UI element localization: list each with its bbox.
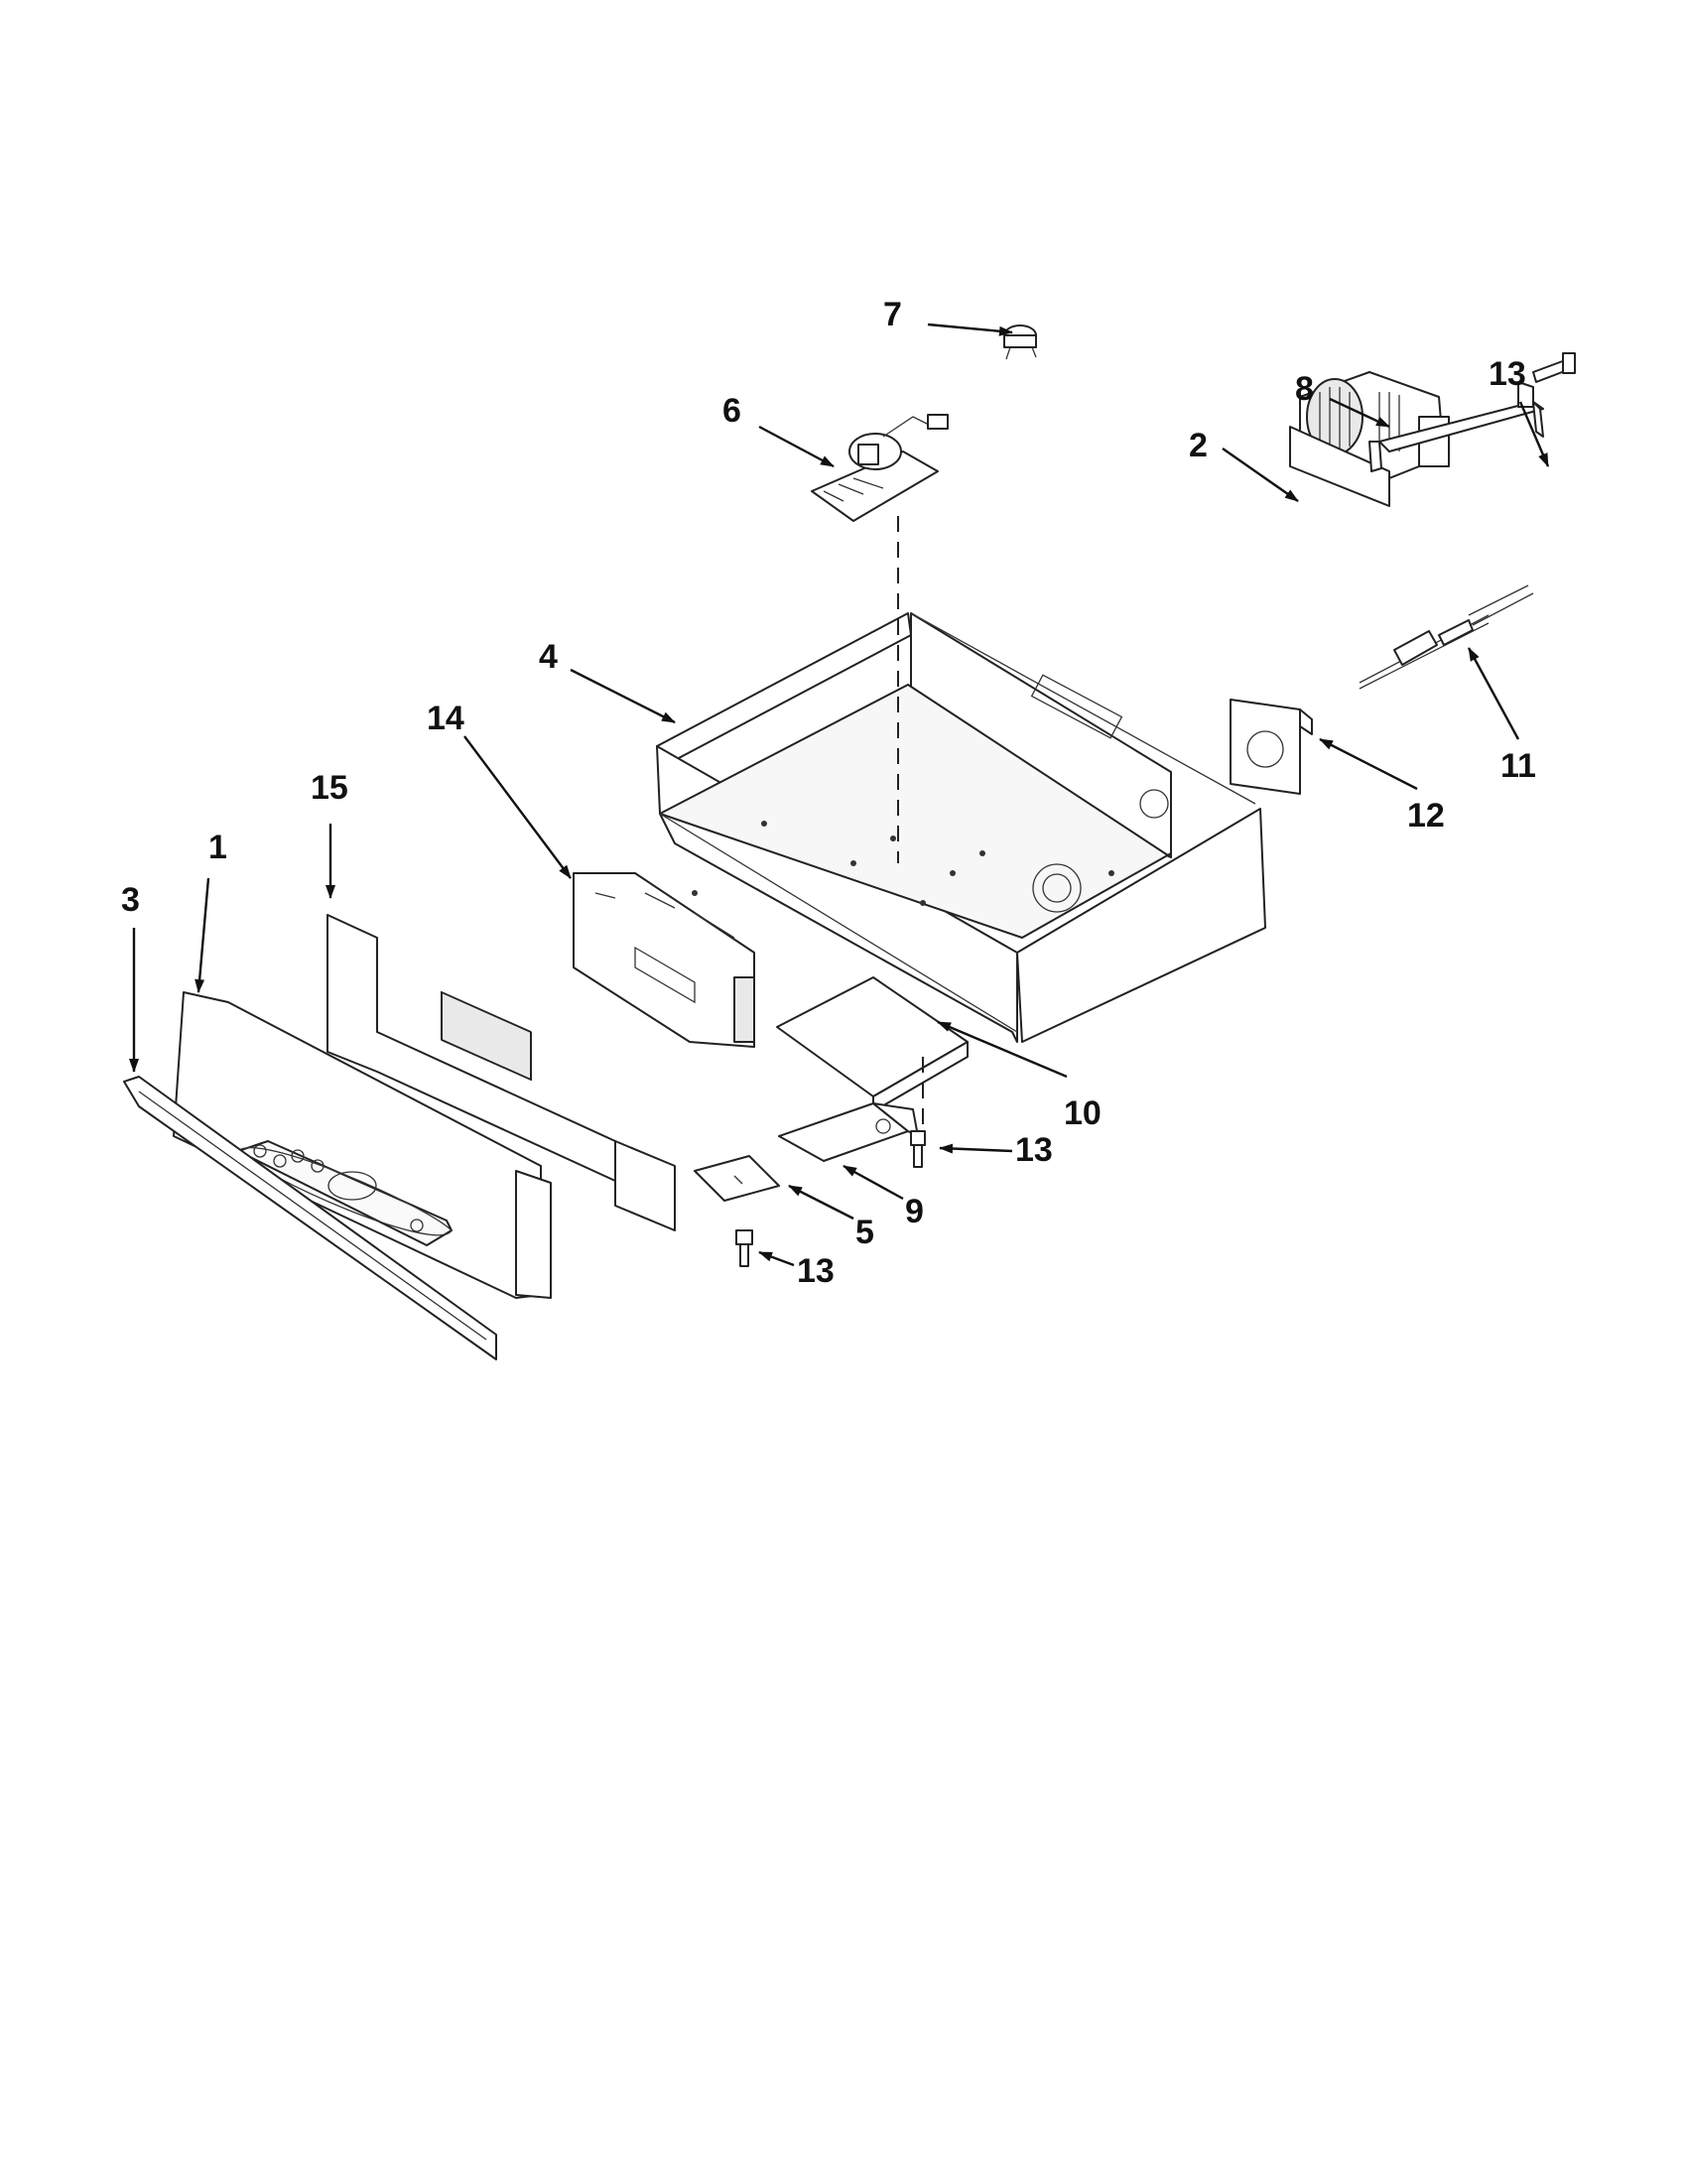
leader-arrows	[129, 322, 1550, 1267]
part-4-chassis-box	[656, 612, 1266, 1043]
part-7-thermostat	[1003, 324, 1037, 360]
part-3-trim-strip	[123, 1076, 497, 1360]
callout-15: 15	[311, 769, 348, 807]
part-12-plate	[1230, 699, 1313, 795]
part-13-screw-left	[735, 1229, 753, 1267]
part-8-bracket	[1368, 381, 1544, 472]
part-15-shield-panel	[326, 914, 676, 1231]
callout-9: 9	[905, 1193, 924, 1230]
part-11-wire-harness	[1359, 584, 1534, 690]
callout-10: 10	[1064, 1094, 1102, 1132]
part-9-duct	[778, 1102, 919, 1162]
callout-4: 4	[539, 638, 558, 676]
callout-12: 12	[1407, 797, 1445, 835]
callout-3: 3	[121, 881, 140, 919]
callout-13-right: 13	[1015, 1131, 1053, 1169]
part-5-clip	[694, 1155, 780, 1202]
callout-1: 1	[208, 829, 227, 866]
callout-labels: 7 6 8 13 2 4 14 15 1 3 11 12 10 13 9 5 1…	[121, 296, 1536, 1290]
part-13-screw-right	[910, 1130, 926, 1168]
part-14-control-board	[573, 872, 755, 1048]
callout-5: 5	[855, 1214, 874, 1251]
callout-6: 6	[722, 392, 741, 430]
callout-2: 2	[1189, 427, 1208, 464]
callout-13-top: 13	[1489, 355, 1526, 393]
callout-8: 8	[1295, 370, 1314, 408]
part-13-screw-top	[1532, 352, 1576, 383]
callout-7: 7	[883, 296, 902, 333]
callout-13-bottom: 13	[797, 1252, 835, 1290]
part-6-switch-assembly	[811, 414, 949, 522]
part-1-control-console	[173, 991, 552, 1299]
callout-14: 14	[427, 700, 464, 737]
callout-11: 11	[1500, 747, 1536, 785]
part-10-duct-cover	[776, 976, 969, 1112]
